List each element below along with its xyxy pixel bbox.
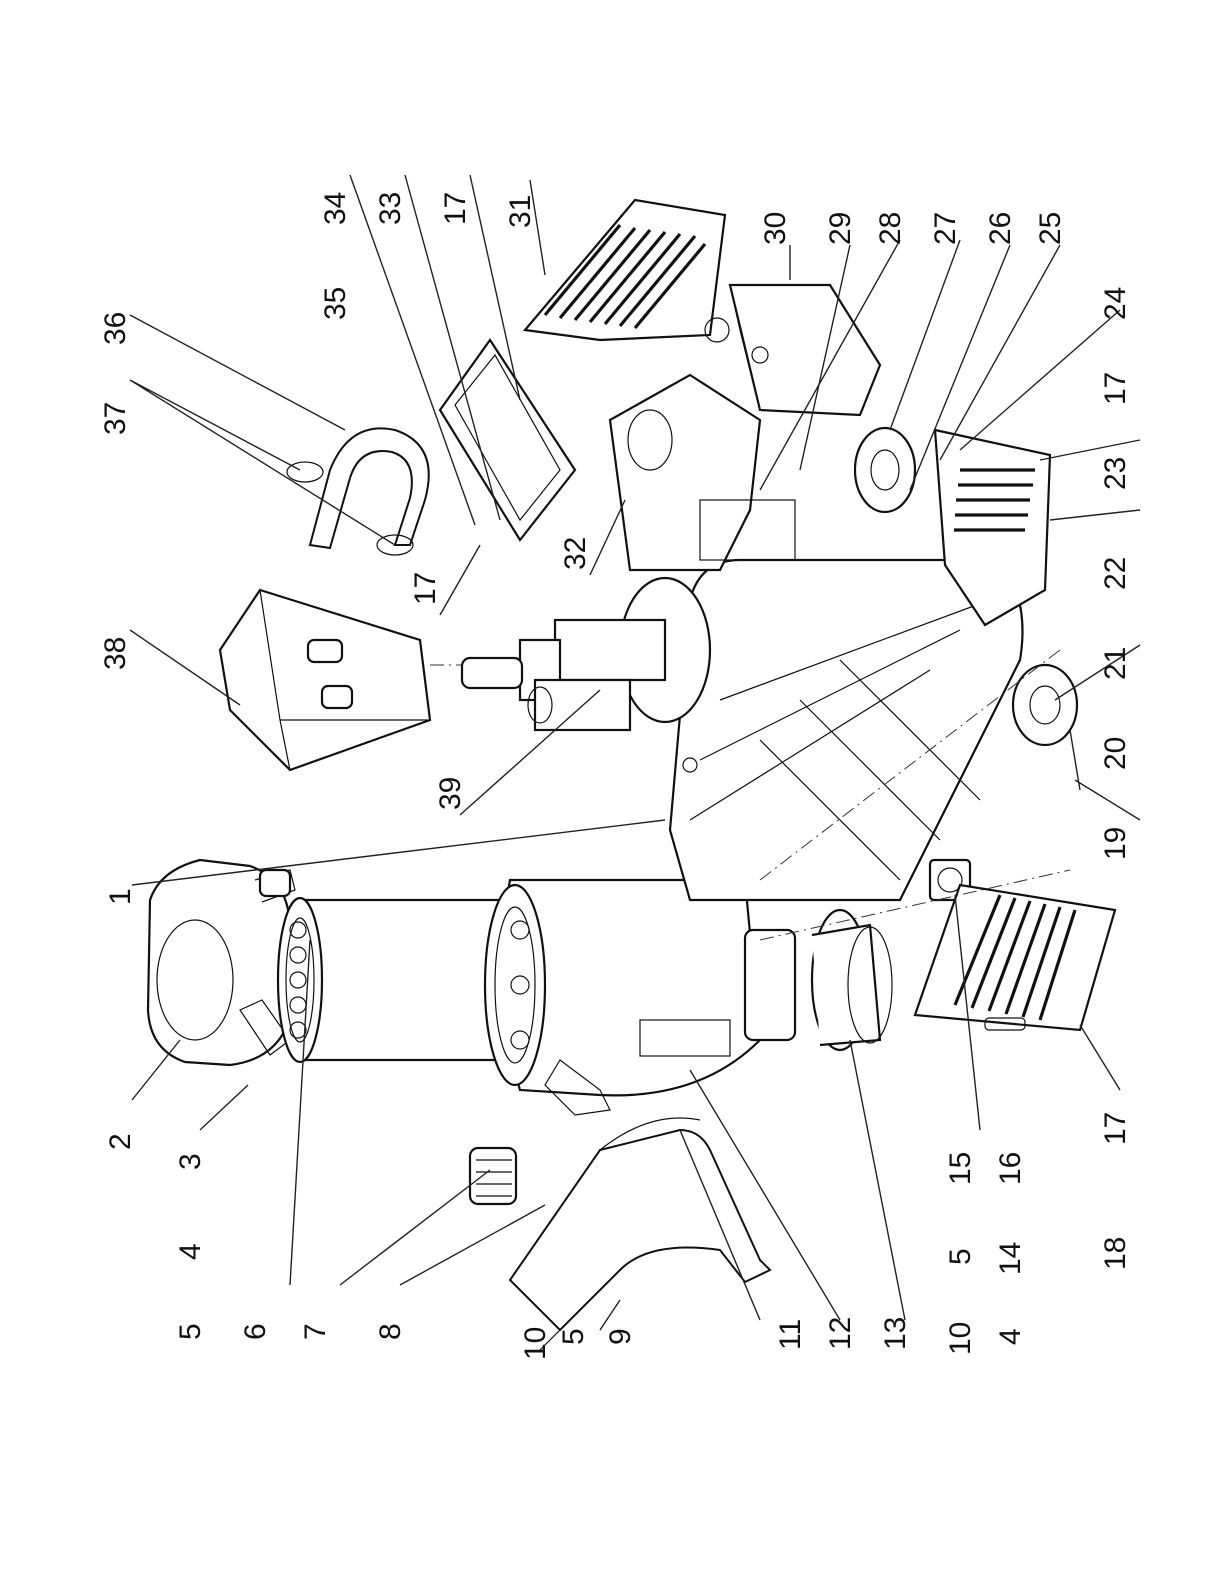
part-8-handle xyxy=(510,1118,770,1350)
part-6-hose-coupling xyxy=(470,1148,516,1204)
label-31: 31 xyxy=(504,195,537,228)
label-17-a: 17 xyxy=(1099,1112,1132,1145)
label-33: 33 xyxy=(374,192,407,225)
label-25: 25 xyxy=(1034,212,1067,245)
label-15: 15 xyxy=(944,1152,977,1185)
label-22: 22 xyxy=(1099,557,1132,590)
label-26: 26 xyxy=(984,212,1017,245)
part-2-top-cover xyxy=(148,860,295,1065)
label-20: 20 xyxy=(1099,737,1132,770)
part-12-main-drum xyxy=(485,880,795,1115)
label-10-a: 10 xyxy=(519,1327,552,1360)
label-5-a: 5 xyxy=(174,1323,207,1340)
label-13: 13 xyxy=(879,1317,912,1350)
label-28: 28 xyxy=(874,212,907,245)
label-24: 24 xyxy=(1099,287,1132,320)
part-31-side-panel xyxy=(525,200,725,340)
label-32: 32 xyxy=(559,537,592,570)
label-6: 6 xyxy=(239,1323,272,1340)
label-5-b: 5 xyxy=(557,1328,590,1345)
part-18-bottom-panel xyxy=(915,885,1115,1030)
label-16: 16 xyxy=(994,1152,1027,1185)
label-12: 12 xyxy=(824,1317,857,1350)
label-35: 35 xyxy=(319,287,352,320)
label-23: 23 xyxy=(1099,457,1132,490)
label-17-b: 17 xyxy=(1099,372,1132,405)
label-14: 14 xyxy=(994,1242,1027,1275)
label-39: 39 xyxy=(434,777,467,810)
part-22-wheel xyxy=(1013,665,1077,745)
label-1: 1 xyxy=(104,888,137,905)
label-38: 38 xyxy=(99,637,132,670)
part-27-wheel xyxy=(855,428,915,512)
label-37: 37 xyxy=(99,402,132,435)
label-29: 29 xyxy=(824,212,857,245)
label-19: 19 xyxy=(1099,827,1132,860)
part-30-control-box xyxy=(705,285,880,415)
part-38-tank-box xyxy=(220,590,430,770)
label-36: 36 xyxy=(99,312,132,345)
label-3: 3 xyxy=(174,1153,207,1170)
label-21: 21 xyxy=(1099,647,1132,680)
label-34: 34 xyxy=(319,192,352,225)
label-9: 9 xyxy=(604,1328,637,1345)
label-17-d: 17 xyxy=(409,572,442,605)
label-7: 7 xyxy=(299,1323,332,1340)
label-18: 18 xyxy=(1099,1237,1132,1270)
label-11: 11 xyxy=(774,1319,807,1350)
label-5-c: 5 xyxy=(944,1248,977,1265)
label-4-a: 4 xyxy=(174,1243,207,1260)
part-39-blower-motor xyxy=(462,578,710,730)
part-33-plate xyxy=(440,340,575,540)
label-2: 2 xyxy=(104,1133,137,1150)
label-27: 27 xyxy=(929,212,962,245)
label-8: 8 xyxy=(374,1323,407,1340)
label-17-c: 17 xyxy=(439,192,472,225)
label-4-b: 4 xyxy=(994,1328,1027,1345)
part-1-frame xyxy=(670,560,1023,900)
label-10-b: 10 xyxy=(944,1322,977,1355)
label-30: 30 xyxy=(759,212,792,245)
part-13-bottom-ring xyxy=(812,910,892,1050)
